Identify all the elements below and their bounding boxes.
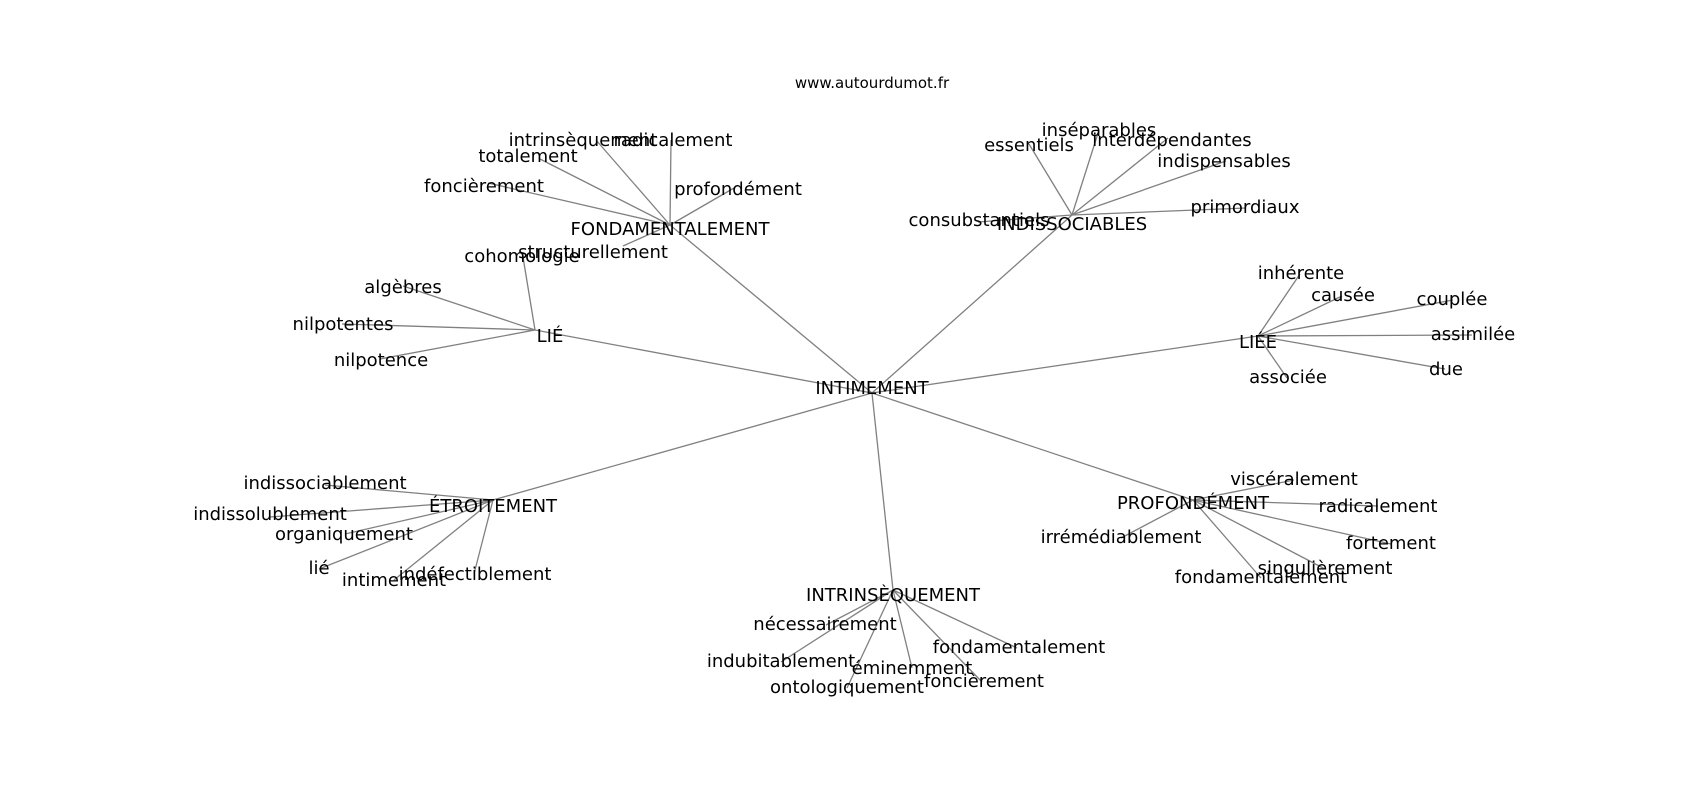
edge-liee-leaf: [1257, 295, 1343, 337]
leaf-node-label: interdépendantes: [1092, 130, 1251, 151]
edge-indissociables-leaf: [1071, 129, 1100, 216]
edge-etroitement-leaf: [344, 499, 494, 535]
leaf-node-label: lié: [308, 558, 329, 579]
edge-center-intrinsequement: [871, 392, 894, 591]
leaf-node-label: éminemment: [852, 658, 973, 679]
edge-indissociables-leaf: [1028, 143, 1073, 216]
edge-center-profondement: [871, 392, 1194, 501]
leaf-node-label: algèbres: [364, 277, 441, 298]
leaf-node-label: profondément: [674, 179, 802, 200]
hub-node-etroitement: ÉTROITEMENT: [429, 495, 558, 517]
leaf-node-label: nilpotentes: [293, 314, 394, 335]
edge-liee-leaf: [1257, 273, 1301, 337]
edge-center-lie: [534, 329, 873, 394]
leaf-node-label: couplée: [1417, 289, 1488, 310]
leaf-node-label: cohomologie: [464, 246, 579, 267]
edge-indissociables-leaf: [977, 214, 1073, 223]
edge-fondamentalement-leaf: [487, 182, 671, 226]
hub-node-liee: LIÉE: [1239, 331, 1277, 353]
edge-etroitement-leaf: [393, 499, 494, 581]
leaf-node-label: indubitablement: [707, 651, 855, 672]
leaf-node-label: intrinsèquement: [509, 130, 658, 151]
edge-etroitement-leaf: [473, 499, 494, 575]
edge-fondamentalement-leaf: [669, 187, 735, 226]
edge-profondement-leaf: [1120, 499, 1194, 539]
leaf-node-label: essentiels: [984, 135, 1074, 156]
leaf-node-label: foncièrement: [924, 671, 1044, 692]
leaf-node-label: structurellement: [518, 242, 668, 263]
edge-liee-leaf: [1257, 299, 1454, 337]
leaf-node-label: indissociablement: [243, 473, 406, 494]
edge-intrinsequement-leaf: [780, 589, 894, 663]
leaf-node-label: inhérente: [1258, 263, 1345, 284]
leaf-node-label: viscéralement: [1230, 469, 1358, 490]
leaf-node-label: radicalement: [1319, 496, 1438, 517]
leaf-node-label: primordiaux: [1191, 197, 1300, 218]
hub-node-fondamentalement: FONDAMENTALEMENT: [571, 219, 771, 240]
hub-node-lie: LIÉ: [537, 325, 564, 347]
leaf-node-label: associée: [1249, 367, 1327, 388]
leaf-node-label: due: [1429, 359, 1463, 380]
edge-lie-leaf: [522, 256, 536, 331]
edge-fondamentalement-leaf: [595, 139, 671, 226]
edge-intrinsequement-leaf: [892, 589, 1018, 649]
leaf-node-label: foncièrement: [424, 176, 544, 197]
edge-center-fondamentalement: [669, 224, 873, 394]
edge-indissociables-leaf: [1071, 160, 1227, 216]
leaf-node-label: assimilée: [1431, 324, 1515, 345]
edge-liee-leaf: [1257, 335, 1288, 379]
edge-profondement-leaf: [1192, 499, 1379, 507]
source-label: www.autourdumot.fr: [795, 74, 950, 92]
leaf-node-label: radicalement: [614, 130, 733, 151]
leaf-node-label: singulièrement: [1258, 558, 1393, 579]
hub-node-profondement: PROFONDÉMENT: [1117, 492, 1270, 514]
edge-intrinsequement-leaf: [892, 589, 983, 683]
graph-edges: [269, 129, 1473, 689]
edge-profondement-leaf: [1192, 499, 1392, 545]
leaf-node-label: irrémédiablement: [1041, 527, 1202, 548]
leaf-node-label: inséparables: [1042, 120, 1157, 141]
edge-intrinsequement-leaf: [892, 589, 913, 669]
leaf-node-label: nilpotence: [334, 350, 428, 371]
leaf-node-label: organiquement: [275, 524, 413, 545]
edge-indissociables-leaf: [1071, 137, 1169, 216]
edge-fondamentalement-leaf: [622, 224, 671, 247]
hub-node-intrinsequement: INTRINSÈQUEMENT: [806, 584, 981, 606]
edge-intrinsequement-leaf: [825, 589, 894, 626]
leaf-node-label: nécessairement: [753, 614, 896, 635]
edge-profondement-leaf: [1192, 499, 1326, 570]
leaf-node-label: ontologiquement: [770, 677, 924, 698]
hub-node-indissociables: INDISSOCIABLES: [997, 214, 1147, 235]
center-node-label: INTIMEMENT: [815, 378, 929, 399]
edge-liee-leaf: [1257, 335, 1446, 370]
leaf-node-label: fondamentalement: [933, 637, 1105, 658]
edge-lie-leaf: [402, 285, 536, 331]
edge-etroitement-leaf: [269, 499, 494, 518]
leaf-node-label: totalement: [478, 146, 577, 167]
graph-labels: www.autourdumot.fr FONDAMENTALEMENT intri…: [193, 74, 1515, 698]
edge-etroitement-leaf: [324, 484, 494, 501]
edge-fondamentalement-leaf: [669, 139, 672, 226]
edge-etroitement-leaf: [318, 499, 494, 570]
edge-profondement-leaf: [1192, 479, 1295, 501]
leaf-node-label: intimement: [342, 570, 446, 591]
edge-profondement-leaf: [1192, 499, 1262, 579]
leaf-node-label: indissolublement: [193, 504, 347, 525]
leaf-node-label: indispensables: [1157, 151, 1290, 172]
leaf-node-label: indéfectiblement: [399, 564, 552, 585]
edge-lie-leaf: [341, 323, 536, 331]
leaf-node-label: consubstantiels: [909, 210, 1050, 231]
leaf-node-label: causée: [1311, 285, 1375, 306]
edge-center-etroitement: [492, 392, 873, 501]
edge-center-liee: [871, 335, 1259, 394]
leaf-node-label: fortement: [1346, 533, 1436, 554]
edge-indissociables-leaf: [1071, 207, 1247, 216]
edge-liee-leaf: [1257, 334, 1473, 337]
leaf-node-label: fondamentalement: [1175, 567, 1347, 588]
edge-intrinsequement-leaf: [846, 589, 894, 689]
edge-lie-leaf: [379, 329, 536, 360]
edge-fondamentalement-leaf: [539, 158, 671, 226]
edge-center-indissociables: [871, 214, 1073, 394]
